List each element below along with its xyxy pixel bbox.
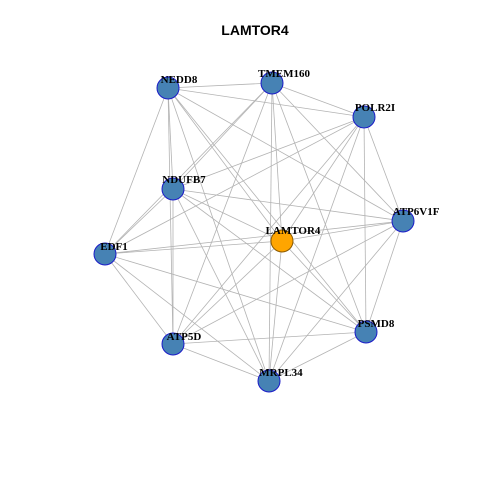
- node-psmd8: [354, 320, 378, 344]
- edge-atp6v1f-lamtor4: [281, 220, 404, 242]
- edge-psmd8-lamtor4: [281, 240, 367, 333]
- edge-tmem160-edf1: [104, 82, 273, 255]
- edge-atp6v1f-mrpl34: [268, 220, 404, 382]
- edge-nedd8-edf1: [104, 87, 169, 255]
- edge-atp6v1f-psmd8: [365, 220, 404, 333]
- edge-nedd8-ndufb7: [167, 87, 174, 190]
- edge-tmem160-atp6v1f: [271, 82, 404, 222]
- edge-nedd8-atp5d: [167, 87, 174, 345]
- edge-tmem160-polr2i: [271, 82, 365, 118]
- edge-polr2i-edf1: [104, 116, 365, 255]
- edge-ndufb7-psmd8: [172, 188, 367, 333]
- edge-atp6v1f-atp5d: [172, 220, 404, 345]
- edge-atp5d-lamtor4: [172, 240, 283, 345]
- edge-nedd8-polr2i: [167, 87, 365, 118]
- edge-ndufb7-atp6v1f: [172, 188, 404, 222]
- node-tmem160: [260, 71, 284, 95]
- node-label-polr2i: POLR2I: [355, 102, 395, 114]
- node-label-psmd8: PSMD8: [358, 318, 395, 330]
- node-label-nedd8: NEDD8: [161, 74, 198, 86]
- edge-nedd8-lamtor4: [167, 87, 283, 242]
- edge-mrpl34-lamtor4: [268, 240, 283, 382]
- node-label-tmem160: TMEM160: [258, 68, 310, 80]
- node-edf1: [93, 242, 117, 266]
- node-label-lamtor4: LAMTOR4: [266, 225, 321, 237]
- edge-polr2i-ndufb7: [172, 116, 365, 190]
- edge-edf1-lamtor4: [104, 240, 283, 255]
- edge-edf1-mrpl34: [104, 253, 270, 382]
- edge-ndufb7-mrpl34: [172, 188, 270, 382]
- edge-layer: [104, 82, 404, 382]
- edge-tmem160-ndufb7: [172, 82, 273, 190]
- edge-tmem160-lamtor4: [271, 82, 283, 242]
- edge-atp6v1f-edf1: [104, 220, 404, 255]
- edge-nedd8-psmd8: [167, 87, 367, 333]
- node-atp5d: [161, 332, 185, 356]
- node-label-mrpl34: MRPL34: [259, 367, 303, 379]
- edge-edf1-psmd8: [104, 253, 367, 333]
- edge-polr2i-atp6v1f: [363, 116, 404, 222]
- node-label-atp5d: ATP5D: [167, 331, 202, 343]
- edge-nedd8-tmem160: [167, 82, 273, 89]
- edge-psmd8-atp5d: [172, 331, 367, 345]
- edge-nedd8-atp6v1f: [167, 87, 404, 222]
- edge-polr2i-lamtor4: [281, 116, 365, 242]
- edge-psmd8-mrpl34: [268, 331, 367, 382]
- edge-atp5d-mrpl34: [172, 343, 270, 382]
- node-polr2i: [352, 105, 376, 129]
- edge-ndufb7-edf1: [104, 188, 174, 255]
- node-layer: [93, 71, 415, 393]
- edge-polr2i-psmd8: [363, 116, 367, 333]
- edge-ndufb7-lamtor4: [172, 188, 283, 242]
- node-label-ndufb7: NDUFB7: [162, 174, 206, 186]
- edge-nedd8-mrpl34: [167, 87, 270, 382]
- node-nedd8: [156, 76, 180, 100]
- edge-edf1-atp5d: [104, 253, 174, 345]
- edge-tmem160-mrpl34: [268, 82, 273, 382]
- edge-polr2i-atp5d: [172, 116, 365, 345]
- node-atp6v1f: [391, 209, 415, 233]
- node-label-edf1: EDF1: [100, 241, 128, 253]
- node-label-atp6v1f: ATP6V1F: [393, 206, 440, 218]
- node-mrpl34: [257, 369, 281, 393]
- diagram-title: LAMTOR4: [221, 22, 289, 38]
- node-ndufb7: [161, 177, 185, 201]
- edge-tmem160-psmd8: [271, 82, 367, 333]
- node-lamtor4: [270, 229, 294, 253]
- edge-tmem160-atp5d: [172, 82, 273, 345]
